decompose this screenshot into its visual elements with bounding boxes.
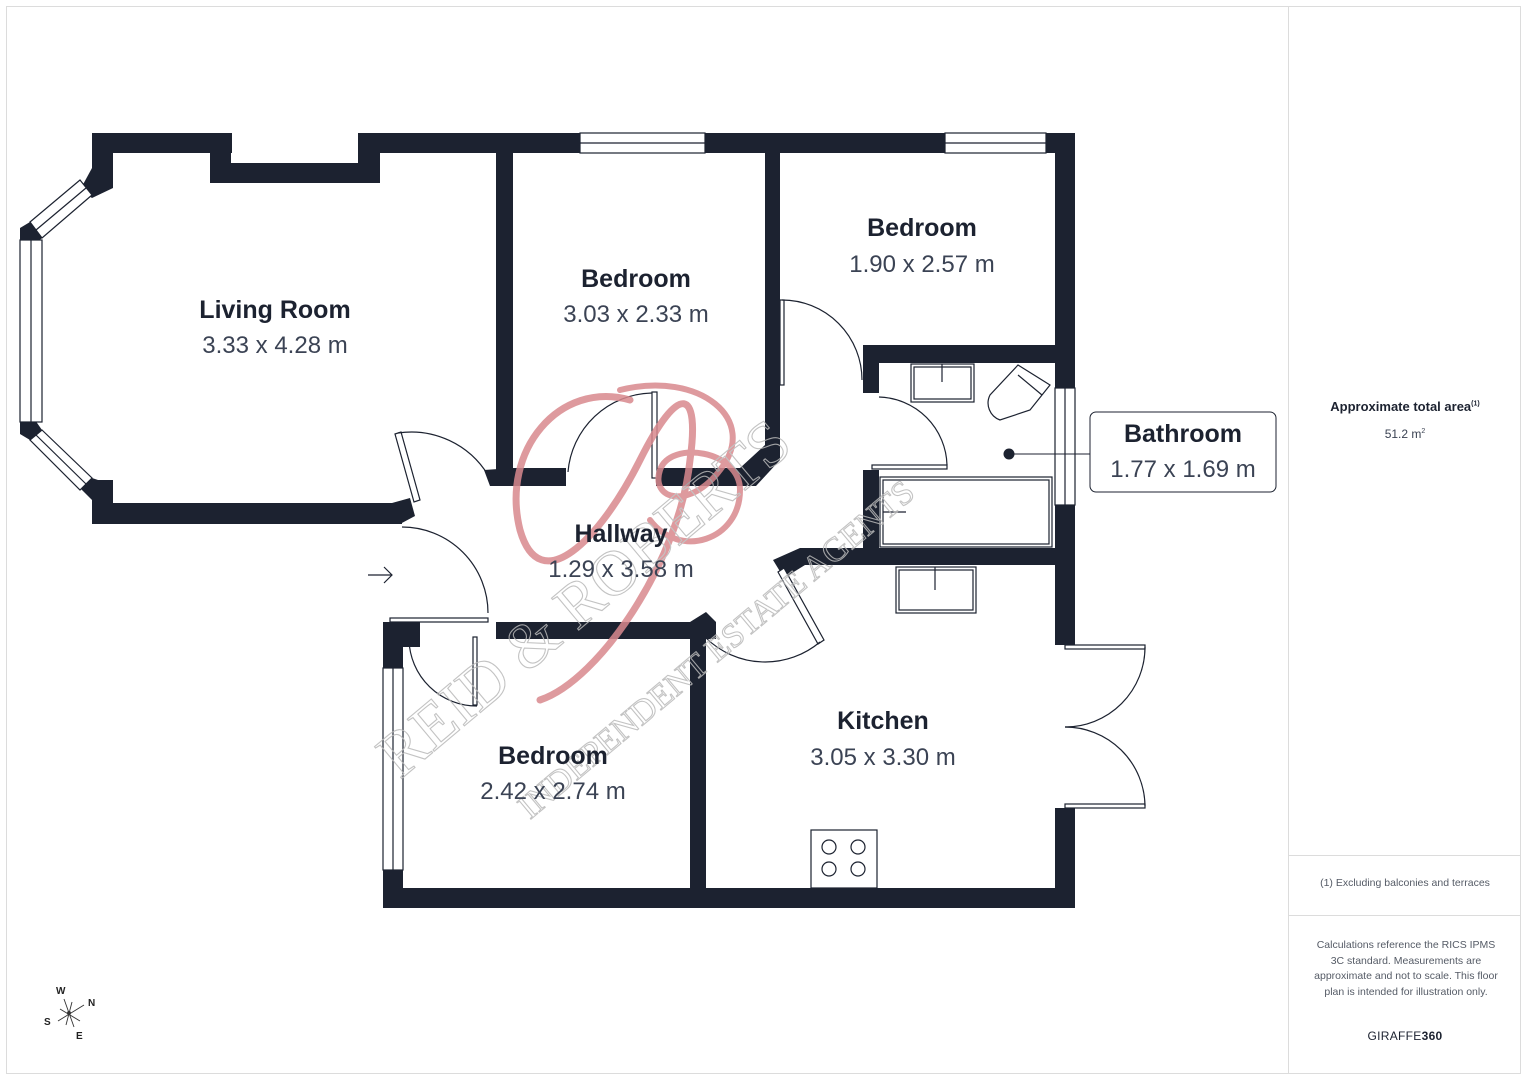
brand-number: 360 xyxy=(1421,1029,1443,1043)
svg-text:3.33 x 4.28 m: 3.33 x 4.28 m xyxy=(202,332,347,359)
svg-text:3.05 x 3.30 m: 3.05 x 3.30 m xyxy=(810,744,955,771)
windows xyxy=(19,132,1076,871)
info-panel: Approximate total area(1) 51.2 m2 (1) Ex… xyxy=(1288,6,1521,1074)
room-hallway: Hallway 1.29 x 3.58 m xyxy=(548,520,693,583)
svg-text:E: E xyxy=(76,1031,83,1042)
area-number: 51.2 m xyxy=(1384,427,1422,441)
total-area-label: Approximate total area xyxy=(1330,399,1472,414)
svg-text:2.42 x 2.74 m: 2.42 x 2.74 m xyxy=(480,778,625,805)
bathroom-callout-leader xyxy=(1003,411,1277,493)
brand-logo: GIRAFFE360 xyxy=(1289,1029,1521,1043)
svg-text:Bedroom: Bedroom xyxy=(867,214,977,242)
divider xyxy=(1289,855,1521,856)
floor-plan: REID & ROBERTS INDEPENDENT ESTATE AGENTS… xyxy=(19,132,1277,1042)
svg-text:N: N xyxy=(88,998,95,1009)
svg-text:1.77 x 1.69 m: 1.77 x 1.69 m xyxy=(1110,456,1255,483)
svg-text:3.03 x 2.33 m: 3.03 x 2.33 m xyxy=(563,301,708,328)
svg-text:S: S xyxy=(44,1017,51,1028)
room-kitchen: Kitchen 3.05 x 3.30 m xyxy=(810,707,955,771)
footnote-text: (1) Excluding balconies and terraces xyxy=(1320,877,1490,889)
brand-name: GIRAFFE xyxy=(1367,1029,1422,1043)
svg-text:Kitchen: Kitchen xyxy=(837,707,929,735)
compass-icon: W N S E xyxy=(44,986,95,1042)
footnote-marker: (1) xyxy=(1471,400,1480,408)
page-frame xyxy=(6,6,1521,1074)
room-bedroom-3: Bedroom 2.42 x 2.74 m xyxy=(480,742,625,805)
svg-text:Bathroom: Bathroom xyxy=(1124,420,1242,448)
svg-text:W: W xyxy=(56,986,66,997)
room-bedroom-2: Bedroom 1.90 x 2.57 m xyxy=(849,214,994,278)
doors xyxy=(389,299,1146,809)
fixtures xyxy=(810,363,1053,889)
svg-text:Hallway: Hallway xyxy=(574,520,667,548)
walls xyxy=(20,133,1075,908)
entrance-arrow-icon xyxy=(368,566,393,584)
divider xyxy=(1289,915,1521,916)
total-area-value: 51.2 m2 xyxy=(1289,427,1521,441)
svg-text:Living Room: Living Room xyxy=(199,296,350,324)
disclaimer-text: Calculations reference the RICS IPMS 3C … xyxy=(1314,939,1498,998)
room-living-room: Living Room 3.33 x 4.28 m xyxy=(199,296,350,359)
total-area-title: Approximate total area(1) xyxy=(1289,399,1521,414)
svg-text:Bedroom: Bedroom xyxy=(581,265,691,293)
svg-text:1.90 x 2.57 m: 1.90 x 2.57 m xyxy=(849,251,994,278)
room-bedroom-1: Bedroom 3.03 x 2.33 m xyxy=(563,265,708,328)
svg-text:REID & ROBERTS: REID & ROBERTS xyxy=(363,405,803,791)
svg-text:1.29 x 3.58 m: 1.29 x 3.58 m xyxy=(548,556,693,583)
area-unit-superscript: 2 xyxy=(1421,428,1426,435)
room-bathroom: Bathroom 1.77 x 1.69 m xyxy=(1110,420,1255,483)
svg-text:Bedroom: Bedroom xyxy=(498,742,608,770)
